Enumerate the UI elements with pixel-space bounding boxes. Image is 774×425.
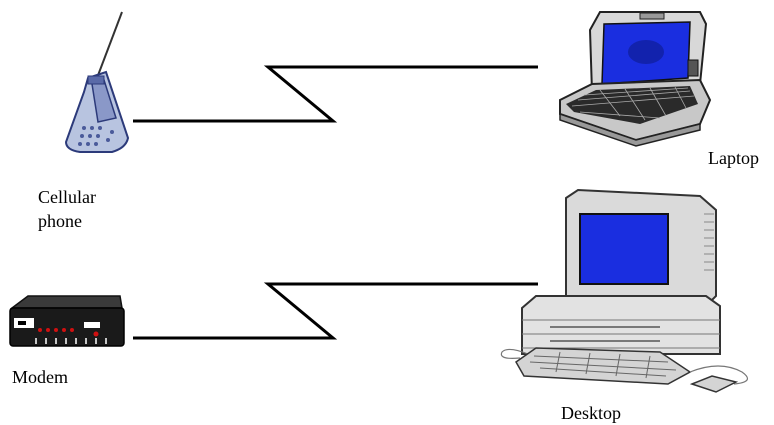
cellular-phone-icon [64,11,130,153]
desktop-computer-icon [500,188,749,393]
connection-phone-laptop [133,65,538,123]
laptop-icon [559,11,712,147]
modem-icon [9,295,125,347]
laptop-label: Laptop [708,148,759,168]
cellular-phone-label-line2: phone [38,211,82,231]
modem-label: Modem [12,367,68,387]
cellular-phone-label: Cellular phone [38,185,96,233]
cellular-phone-label-line1: Cellular [38,187,96,207]
desktop-label: Desktop [561,403,621,423]
connection-modem-desktop [133,282,538,340]
